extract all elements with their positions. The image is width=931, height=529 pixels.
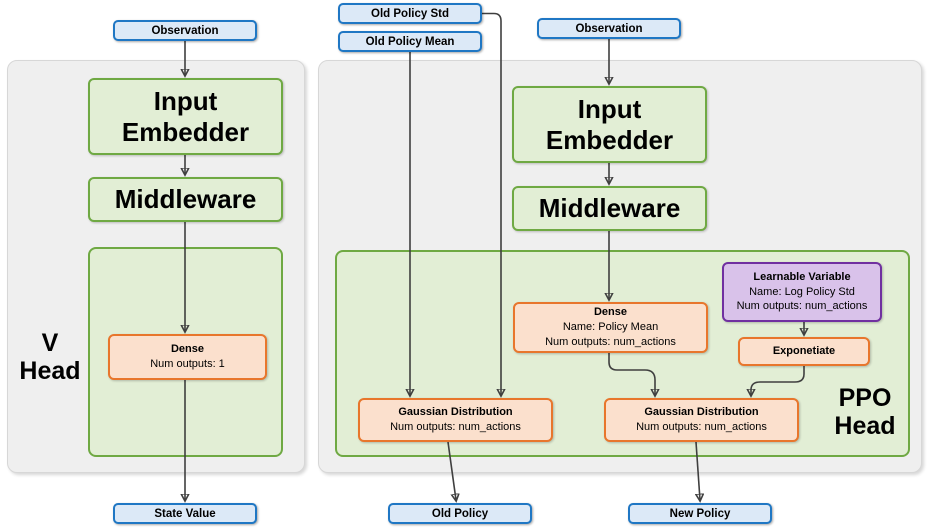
ppo-dense-policy-mean-block[interactable]: Dense Name: Policy Mean Num outputs: num…: [513, 302, 708, 353]
ppo-gaussian-old-block[interactable]: Gaussian Distribution Num outputs: num_a…: [358, 398, 553, 442]
ppo-learnable-variable-line2: Name: Log Policy Std: [749, 285, 855, 298]
output-old-policy[interactable]: Old Policy: [388, 503, 532, 524]
ppo-gaussian-new-line2: Num outputs: num_actions: [636, 421, 767, 433]
v-input-embedder-block[interactable]: Input Embedder: [88, 78, 283, 155]
v-input-embedder-label: Input Embedder: [121, 85, 250, 147]
ppo-head-caption: PPO Head: [820, 384, 910, 440]
v-head-caption: V Head: [14, 329, 86, 385]
input-observation-v-label: Observation: [151, 24, 219, 37]
ppo-middleware-label: Middleware: [538, 193, 681, 223]
ppo-exponetiate-block[interactable]: Exponetiate: [738, 337, 870, 366]
input-observation-ppo[interactable]: Observation: [537, 18, 681, 39]
ppo-dense-title: Dense: [593, 306, 628, 319]
input-observation-ppo-label: Observation: [575, 22, 643, 35]
ppo-learnable-variable-line3: Num outputs: num_actions: [736, 300, 868, 313]
v-dense-block[interactable]: Dense Num outputs: 1: [108, 334, 267, 380]
output-new-policy[interactable]: New Policy: [628, 503, 772, 524]
ppo-input-embedder-label: Input Embedder: [545, 93, 674, 155]
ppo-input-embedder-block[interactable]: Input Embedder: [512, 86, 707, 163]
v-head-caption-line2: Head: [19, 356, 81, 385]
input-old-policy-mean[interactable]: Old Policy Mean: [338, 31, 482, 52]
input-old-policy-std-label: Old Policy Std: [371, 7, 449, 20]
ppo-head-caption-line1: PPO: [838, 384, 892, 412]
output-new-policy-label: New Policy: [669, 507, 731, 520]
output-state-value-label: State Value: [154, 507, 216, 520]
ppo-gaussian-new-block[interactable]: Gaussian Distribution Num outputs: num_a…: [604, 398, 799, 442]
input-old-policy-mean-label: Old Policy Mean: [365, 35, 455, 48]
v-middleware-block[interactable]: Middleware: [88, 177, 283, 222]
v-head-caption-line1: V: [41, 329, 59, 357]
output-state-value[interactable]: State Value: [113, 503, 257, 524]
ppo-learnable-variable-title: Learnable Variable: [753, 270, 851, 283]
v-dense-line2: Num outputs: 1: [150, 358, 225, 370]
ppo-gaussian-old-title: Gaussian Distribution: [398, 406, 513, 419]
ppo-gaussian-new-title: Gaussian Distribution: [644, 406, 759, 419]
v-middleware-label: Middleware: [114, 184, 257, 214]
input-old-policy-std[interactable]: Old Policy Std: [338, 3, 482, 24]
ppo-middleware-block[interactable]: Middleware: [512, 186, 707, 231]
ppo-dense-line3: Num outputs: num_actions: [545, 335, 676, 348]
ppo-exponetiate-title: Exponetiate: [772, 345, 836, 358]
ppo-learnable-variable-block[interactable]: Learnable Variable Name: Log Policy Std …: [722, 262, 882, 322]
v-dense-title: Dense: [170, 343, 205, 356]
ppo-head-caption-line2: Head: [834, 411, 896, 440]
input-observation-v[interactable]: Observation: [113, 20, 257, 41]
ppo-gaussian-old-line2: Num outputs: num_actions: [390, 421, 521, 433]
output-old-policy-label: Old Policy: [431, 507, 489, 520]
ppo-dense-line2: Name: Policy Mean: [562, 321, 659, 334]
